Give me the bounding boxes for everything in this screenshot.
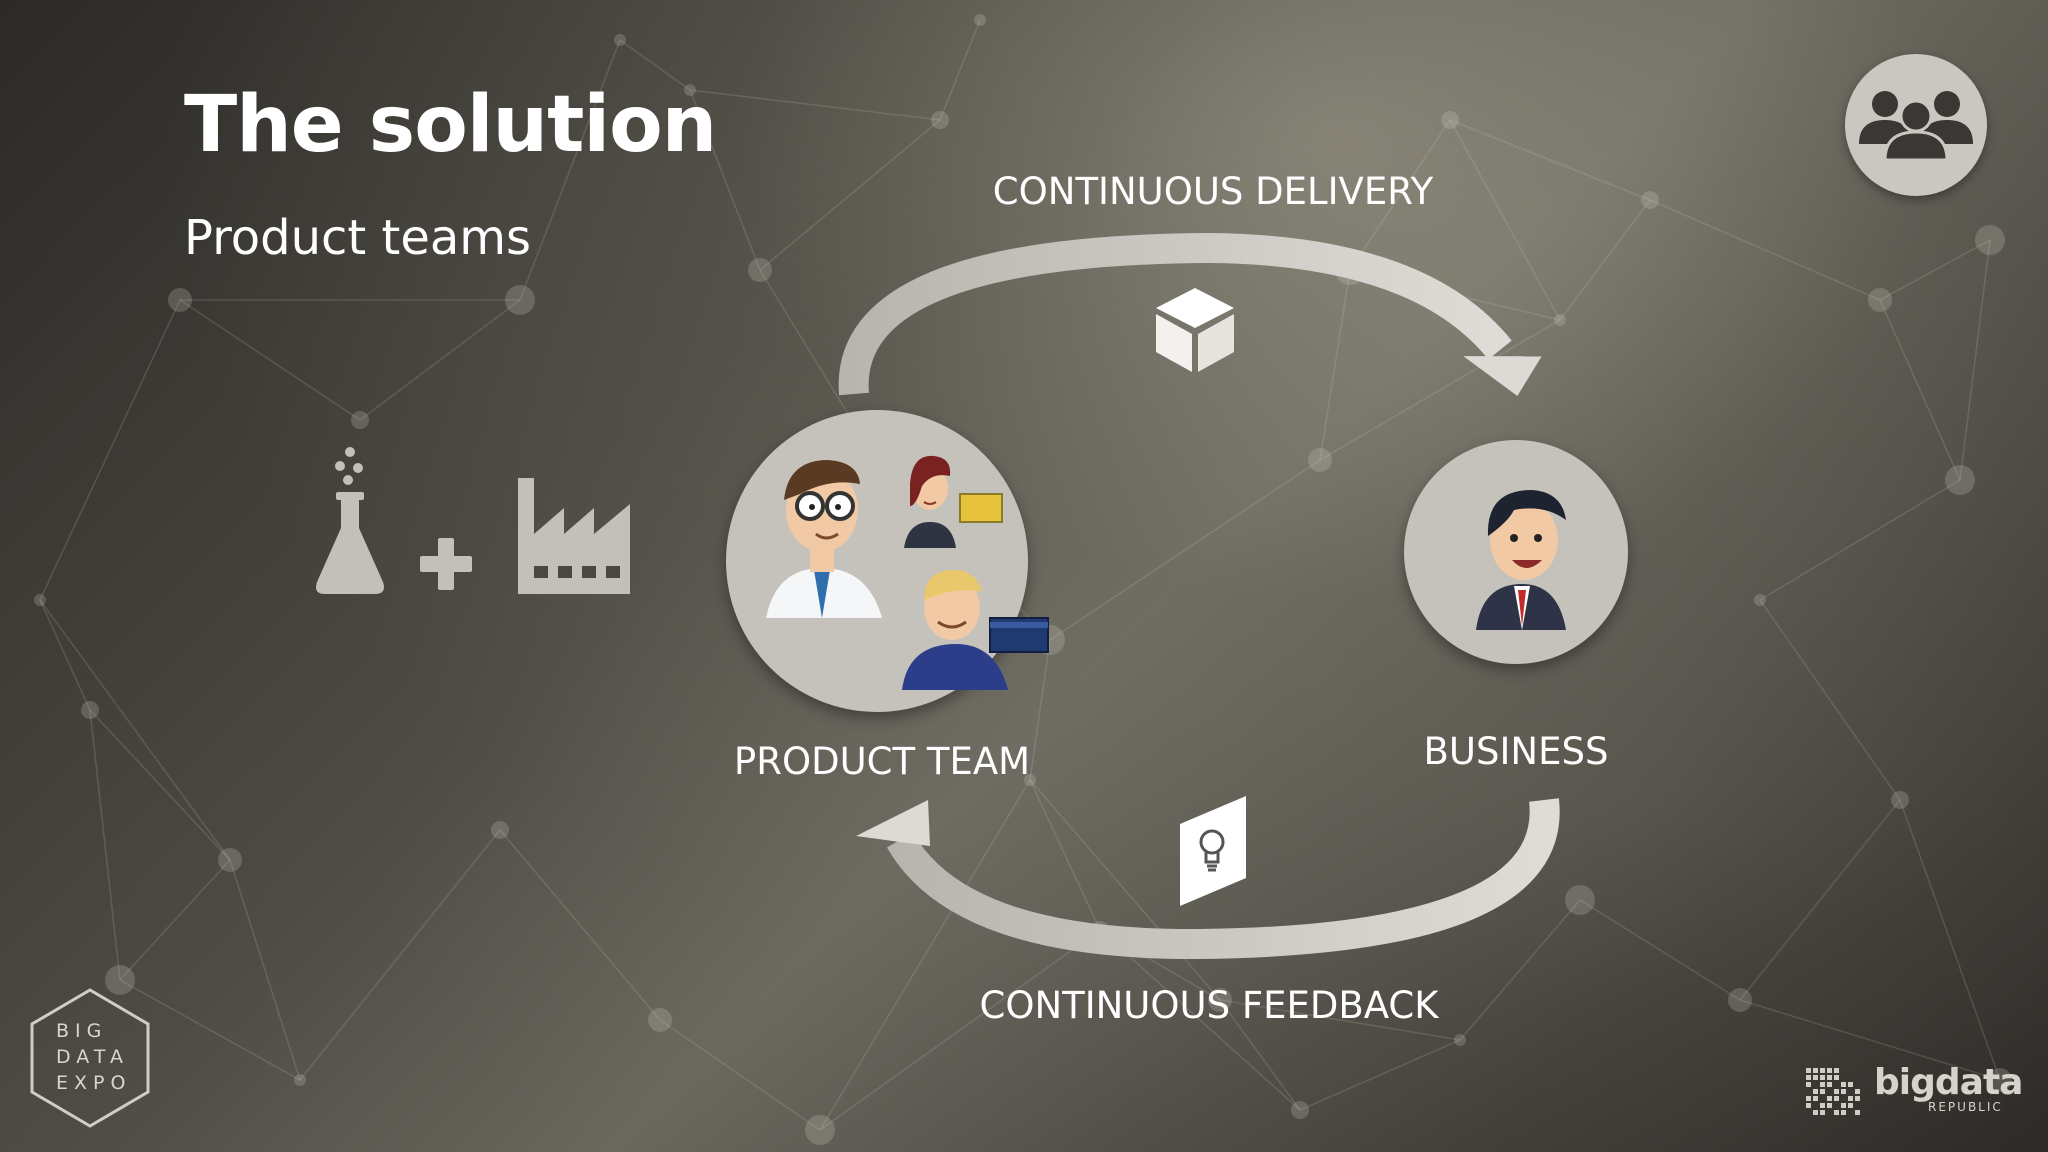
product-team-label: PRODUCT TEAM [733,740,1031,783]
bigdata-republic-subtitle: REPUBLIC [1928,1100,2003,1114]
feedback-arrow [856,798,1560,960]
bigdata-republic-mark [1806,1068,1860,1115]
continuous-feedback-label: CONTINUOUS FEEDBACK [979,984,1439,1027]
continuous-delivery-label: CONTINUOUS DELIVERY [992,170,1434,213]
business-label: BUSINESS [1423,730,1609,773]
flask-icon [316,447,384,594]
team-badge [1845,54,1987,196]
lightbulb-icon [1180,796,1246,906]
plus-icon [420,538,472,590]
scientist-figure [766,460,882,618]
people-group-icon [1859,91,1973,162]
logo-text-big: BIG [56,1020,108,1042]
logo-text-expo: EXPO [56,1072,132,1094]
big-data-expo-logo [30,988,150,1128]
engineer-figure [902,570,1049,690]
delivery-arrow [838,232,1542,396]
slide-subtitle: Product teams [184,210,532,266]
product-team-illustration [766,455,1049,690]
analyst-figure [904,455,1003,548]
factory-icon [518,478,630,594]
box-icon [1156,288,1234,372]
slide-title: The solution [184,80,717,170]
logo-text-data: DATA [56,1046,129,1068]
businessman-illustration [1476,490,1566,630]
bigdata-republic-wordmark: bigdata [1874,1062,2023,1103]
